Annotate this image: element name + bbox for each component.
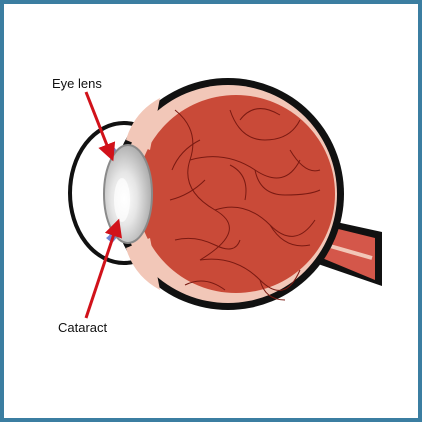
- eye-lens-label: Eye lens: [52, 76, 102, 91]
- cataract-clouding: [114, 178, 130, 222]
- cataract-label: Cataract: [58, 320, 108, 335]
